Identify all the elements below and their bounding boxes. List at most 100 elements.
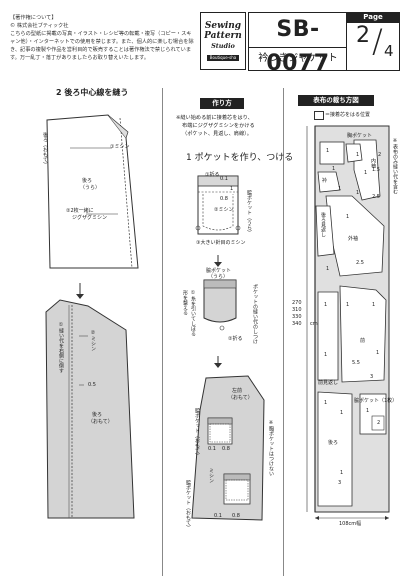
seam-value: 1 xyxy=(364,170,368,176)
label-pocket-ura-v: 脇ポケット（うら） xyxy=(246,190,252,235)
seam-value: 1 xyxy=(340,470,344,476)
seam-value: 1 xyxy=(324,400,328,406)
logo-line-1: Sewing xyxy=(204,21,242,31)
piece-inner-sleeve: 内袖 xyxy=(370,158,376,168)
label-0-5: 0.5 xyxy=(88,382,96,388)
seam-value: 1 xyxy=(372,302,376,308)
label-back-ura: 後ろ xyxy=(82,178,93,184)
seam-value: 1.5 xyxy=(372,167,380,173)
seam-value: 2 xyxy=(377,420,381,426)
page-label: Page xyxy=(347,12,399,23)
brand-logo: Sewing Pattern Studio Boutique-sha xyxy=(200,12,246,70)
note-line-2: 布端にジグザグミシンをかける xyxy=(182,123,255,129)
label-pocket-omote-v2: 脇ポケット（おもて） xyxy=(185,480,191,530)
fabric-length-unit: cm xyxy=(310,321,318,327)
seam-value: 2 xyxy=(378,152,382,158)
fabric-length-3: 330 xyxy=(292,314,302,320)
seam-value: 1 xyxy=(324,352,328,358)
page-total: 4 xyxy=(384,42,394,60)
seam-value: 1 xyxy=(346,214,350,220)
seam-value: 1 xyxy=(376,350,380,356)
label-seam-2b: ジグザグミシン xyxy=(72,215,108,221)
copyright-text: こちらの型紙に掲載の写真・イラスト・レシピ等の転載・複写（コピー・スキャン他）・… xyxy=(10,31,194,61)
label-pocket-omote-v: 脇ポケット（おもて） xyxy=(194,408,200,458)
label-seam-2a: ②2枚一緒に xyxy=(66,208,94,214)
seam-value: 1 xyxy=(324,302,328,308)
seam-value: 1 xyxy=(338,186,342,192)
seam-value: 1 xyxy=(346,302,350,308)
label-pocket-ura: 脇ポケット xyxy=(206,268,232,274)
seam-value: 5.5 xyxy=(352,360,360,366)
section-banner-layout: 表布の裁ち方図 xyxy=(298,95,374,106)
label-press-v: ①縫い代を右側に倒す xyxy=(58,322,64,373)
seam-value: 2.5 xyxy=(372,194,380,200)
copyright-publisher: © 株式会社ブティック社 xyxy=(10,23,69,29)
fabric-length-2: 310 xyxy=(292,307,302,313)
section-banner-howto: 作り方 xyxy=(200,98,244,109)
seam-value: 1 xyxy=(356,190,360,196)
label-seam-1: ①ミシン xyxy=(110,144,130,150)
label-back-ura-2: （うら） xyxy=(80,185,101,191)
label-0-8: 0.8 xyxy=(220,196,228,202)
seam-value: 1 xyxy=(366,408,370,414)
fabric-length-1: 270 xyxy=(292,300,302,306)
label-0-1: 0.1 xyxy=(220,176,228,182)
copyright-heading: 【著作権について】 xyxy=(10,15,57,21)
label-big-stitch: ③大きい針目のミシン xyxy=(196,240,246,246)
pattern-title: 衿つきジャケット xyxy=(248,47,347,71)
seam-value: 3 xyxy=(338,480,342,486)
copyright-notice: 【著作権について】 © 株式会社ブティック社 こちらの型紙に掲載の写真・イラスト… xyxy=(10,14,196,84)
label-0-8-b: 0.8 xyxy=(222,446,230,452)
step-title-pocket: 1 ポケットを作り、つける xyxy=(186,153,294,163)
seam-value: 1 xyxy=(326,266,330,272)
piece-back-facing: 後ろ見返し xyxy=(320,212,326,237)
logo-tag: Boutique-sha xyxy=(207,55,239,61)
logo-line-3: Studio xyxy=(211,42,235,50)
piece-front-facing: 前見返し xyxy=(318,380,339,386)
page-slash: / xyxy=(372,22,383,60)
seam-value: 3 xyxy=(370,374,374,380)
column-divider-left xyxy=(162,88,163,576)
label-0-1-b: 0.1 xyxy=(208,446,216,452)
piece-back: 後ろ xyxy=(328,440,339,446)
piece-collar: 衿 xyxy=(322,178,328,184)
label-fold-2: ②折る xyxy=(228,336,243,342)
seam-value: 1 xyxy=(340,410,344,416)
label-front-left: 左前 xyxy=(232,388,243,394)
label-pocket-ura-2: （うら） xyxy=(208,274,229,280)
label-0-8-c: 0.8 xyxy=(232,513,240,519)
interfacing-legend: ＝接着芯をはる位置 xyxy=(325,112,371,118)
label-0-1-c: 0.1 xyxy=(214,513,222,519)
label-fold-1: ①折る xyxy=(205,172,220,178)
label-shape-v: 形を整える xyxy=(182,290,188,315)
fabric-width: 108cm幅 xyxy=(339,521,362,527)
seam-value: 1 xyxy=(356,152,360,158)
interfacing-legend-swatch xyxy=(314,111,324,120)
note-line-1: ※縫い始める前に接着芯をはり、 xyxy=(176,115,253,121)
page-current: 2 xyxy=(356,23,370,48)
fabric-length-4: 340 xyxy=(292,321,302,327)
seam-value: 1 xyxy=(326,148,330,154)
label-front-left-2: （おもて） xyxy=(228,395,253,401)
note-seam-allowance: ※表布のみ縫い代を含む xyxy=(392,138,398,194)
piece-side-pocket: 脇ポケット（1枚） xyxy=(354,398,398,404)
pattern-code: SB-0077 xyxy=(248,12,347,76)
seam-value: 2.5 xyxy=(356,260,364,266)
label-back-omote-2: （おもて） xyxy=(88,419,113,425)
piece-chest-pocket: 胸ポケット xyxy=(347,133,373,139)
section-title-back-seam: 2 後ろ中心線を縫う xyxy=(56,88,129,97)
note-no-chest-pocket: ※胸ポケットはつけない xyxy=(268,420,274,476)
label-1: 1 xyxy=(230,186,234,192)
label-back-omote: 後ろ xyxy=(92,412,103,418)
note-line-3: （ポケット、見返し、肩線）。 xyxy=(182,131,252,137)
piece-outer-sleeve: 外袖 xyxy=(348,236,359,242)
column-divider-right xyxy=(283,88,284,576)
piece-front: 前 xyxy=(360,338,366,344)
label-thread-v: ①糸を引いてしぼる xyxy=(190,290,196,336)
label-press-v-mid: ポケットの縫い代のしつけ xyxy=(252,284,258,344)
seam-value: 1 xyxy=(332,166,336,172)
logo-line-2: Pattern xyxy=(204,31,242,41)
